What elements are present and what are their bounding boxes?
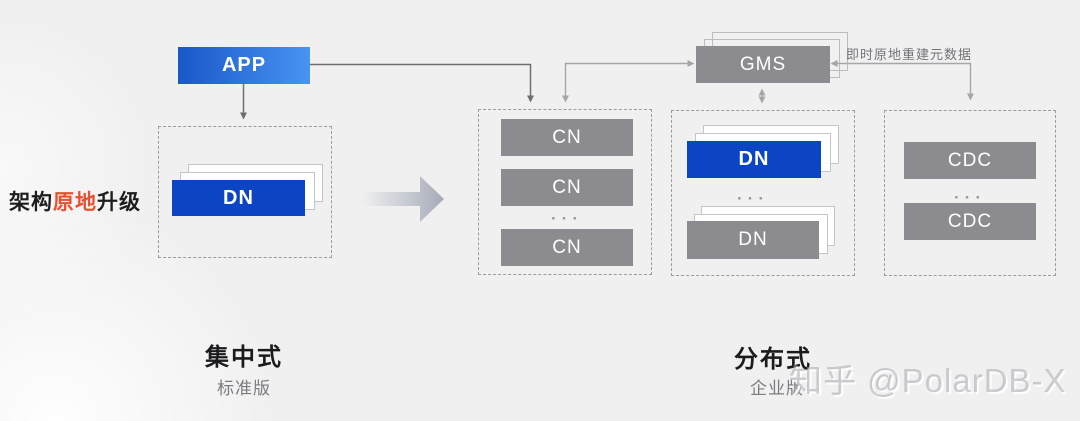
cdc-panel — [884, 110, 1056, 276]
cn-box: CN — [501, 119, 633, 156]
centralized-dn-panel — [158, 126, 332, 258]
cn-label: CN — [552, 126, 582, 148]
cn-box: CN — [501, 229, 633, 266]
upgrade-caption-post: 升级 — [97, 191, 141, 214]
watermark: 知乎 @PolarDB-X — [789, 362, 1067, 399]
centralized-dn-box: DN — [172, 180, 305, 216]
dn-ellipsis: ··· — [737, 189, 769, 208]
centralized-title: 集中式 — [205, 344, 283, 371]
cn-ellipsis: ··· — [551, 209, 583, 228]
dn-primary-box: DN — [687, 141, 821, 178]
upgrade-caption: 架构原地升级 — [9, 186, 141, 216]
cn-box: CN — [501, 169, 633, 206]
centralized-subtitle: 标准版 — [217, 379, 271, 398]
cdc-ellipsis: ··· — [954, 188, 986, 207]
app-to-cn-line — [310, 63, 534, 103]
dn-label: DN — [223, 186, 254, 209]
cdc-box: CDC — [904, 142, 1036, 179]
cdc-label: CDC — [947, 149, 993, 171]
gms-to-cn-line — [562, 60, 695, 103]
upgrade-caption-highlight: 原地 — [53, 191, 97, 214]
app-box: APP — [178, 47, 310, 84]
dn-label: DN — [738, 148, 770, 170]
dn-label: DN — [738, 229, 768, 250]
distributed-subtitle: 企业版 — [750, 379, 804, 398]
gms-note: 即时原地重建元数据 — [846, 47, 973, 62]
upgrade-caption-pre: 架构 — [9, 191, 53, 214]
gms-to-cdc-line — [830, 60, 974, 101]
cn-label: CN — [552, 236, 582, 258]
dn-panel — [671, 110, 855, 276]
app-label: APP — [221, 54, 267, 76]
cdc-label: CDC — [947, 210, 993, 232]
gms-label: GMS — [739, 53, 787, 75]
transform-arrow — [362, 176, 444, 222]
cdc-box: CDC — [904, 203, 1036, 240]
distributed-title: 分布式 — [734, 346, 812, 373]
cn-panel — [478, 109, 652, 275]
dn-secondary-box: DN — [687, 221, 819, 259]
cn-label: CN — [552, 176, 582, 198]
gms-box: GMS — [696, 46, 830, 83]
